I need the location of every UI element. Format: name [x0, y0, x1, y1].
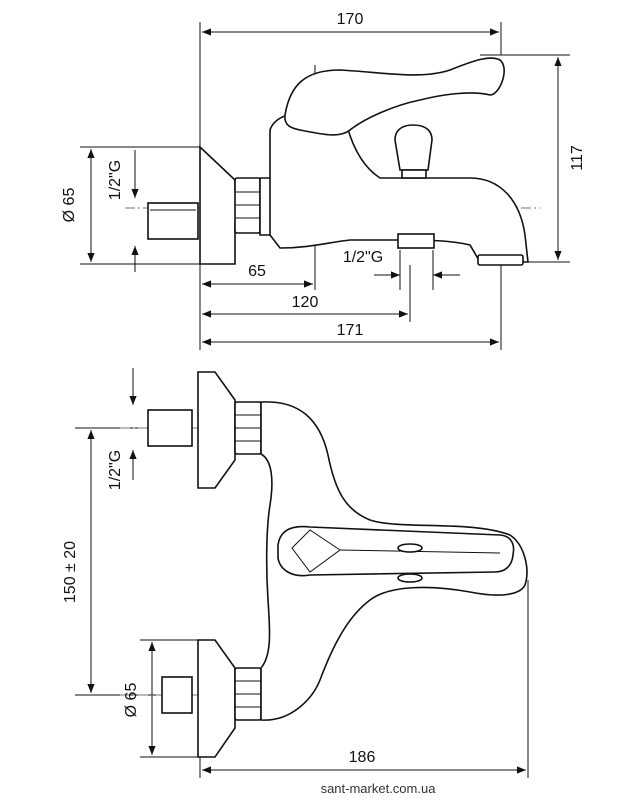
dim-label-170: 170: [337, 11, 364, 28]
dim-label-thread-plan: 1/2"G: [107, 450, 124, 490]
aerator: [477, 254, 524, 266]
dim-label-117: 117: [569, 145, 586, 171]
lever-handle-side: [284, 57, 505, 136]
dim-label-65: 65: [248, 263, 266, 280]
shower-outlet: [397, 233, 435, 249]
dim-label-diameter-top: Ø 65: [61, 188, 78, 223]
pipe-stub: [147, 202, 199, 240]
dim-label-171: 171: [337, 322, 364, 339]
dim-label-diameter-bottom: Ø 65: [123, 683, 140, 718]
dim-label-186: 186: [349, 749, 376, 766]
dim-label-150: 150 ± 20: [62, 541, 79, 603]
side-view: [80, 22, 570, 350]
watermark-text: sant-market.com.ua: [321, 781, 437, 796]
upper-flange: [197, 371, 236, 489]
lower-flange: [197, 639, 236, 758]
dim-label-thread-bottom: 1/2"G: [343, 249, 383, 266]
diverter-knob: [394, 124, 433, 171]
dim-label-thread-top-left: 1/2"G: [107, 160, 124, 200]
dim-label-120: 120: [292, 294, 319, 311]
plan-view: [75, 368, 529, 778]
